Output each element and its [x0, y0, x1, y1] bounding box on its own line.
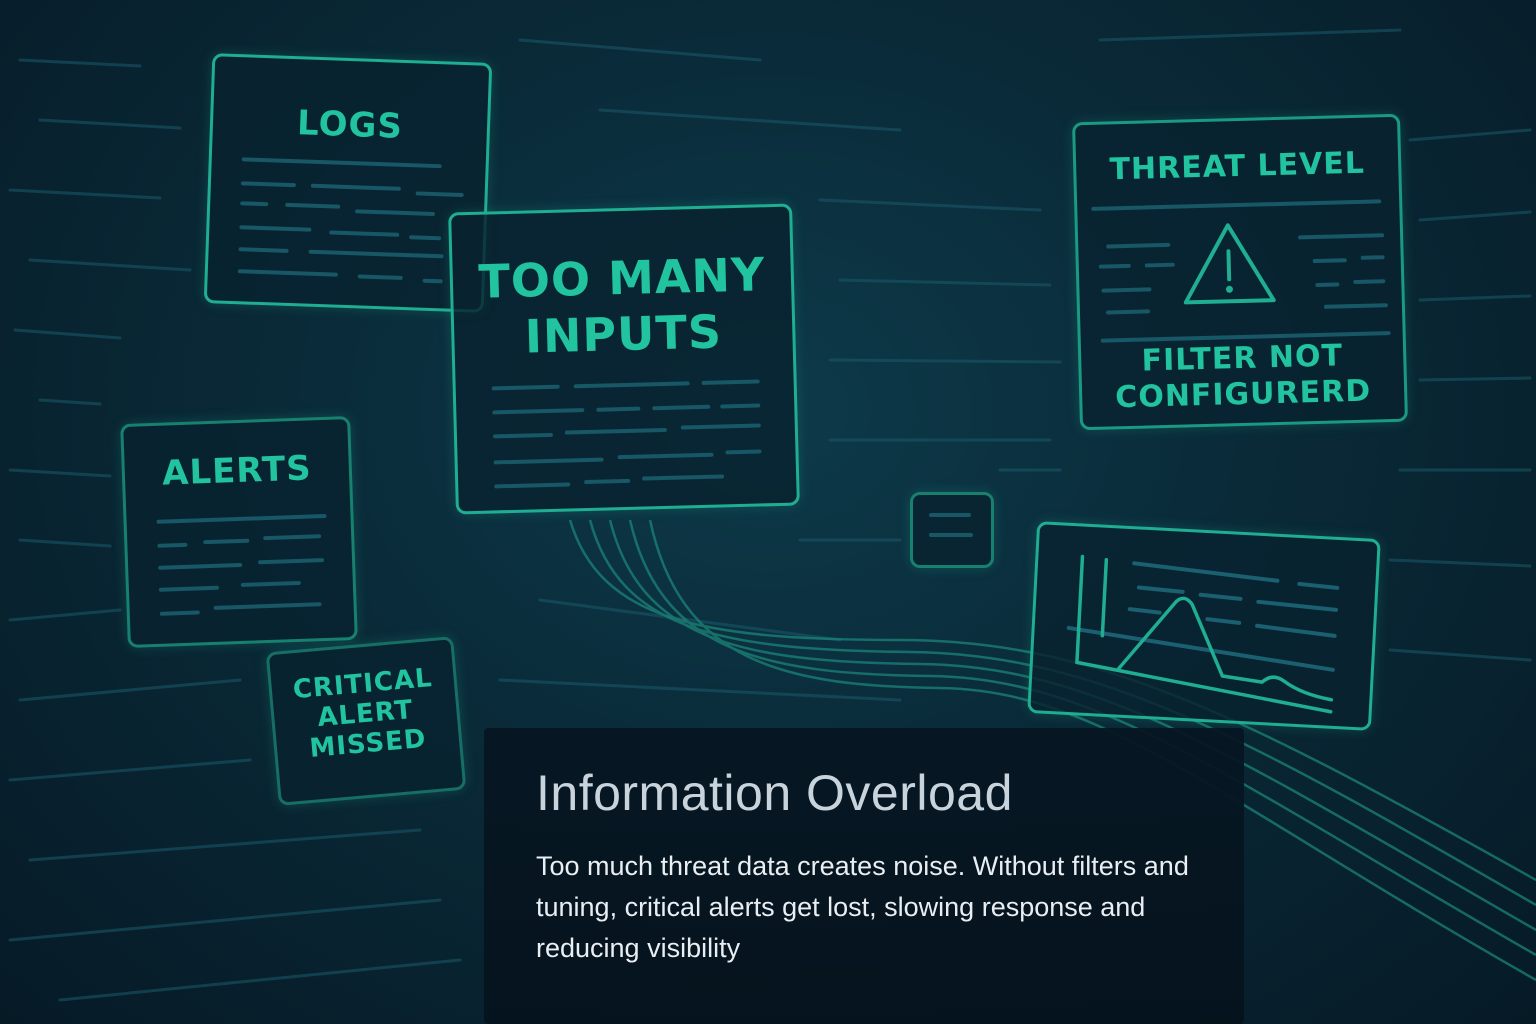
critical-alert-missed-panel: CRITICAL ALERT MISSED: [265, 636, 467, 806]
too-many-inputs-title-line1: TOO MANY: [477, 247, 766, 309]
caption-title: Information Overload: [536, 765, 1013, 821]
warning-triangle-icon: [1183, 223, 1276, 305]
document-icon: [929, 513, 971, 517]
caption-body: Too much threat data creates noise. With…: [536, 851, 1189, 963]
line-chart-icon: [1066, 554, 1340, 714]
small-document-panel: [910, 492, 994, 568]
logs-title: LOGS: [296, 103, 404, 147]
chart-panel: [1027, 521, 1381, 731]
too-many-inputs-panel: TOO MANY INPUTS: [448, 203, 800, 515]
too-many-inputs-title-line2: INPUTS: [524, 304, 723, 364]
alerts-panel: ALERTS: [120, 416, 358, 648]
threat-level-title: THREAT LEVEL: [1109, 145, 1366, 188]
alerts-title: ALERTS: [161, 448, 313, 494]
caption-box: Information Overload Too much threat dat…: [484, 728, 1244, 1024]
filter-status-line2: CONFIGURERD: [1114, 373, 1372, 416]
threat-level-panel: THREAT LEVEL FILTER NOT CONFIGURERD: [1072, 113, 1408, 431]
